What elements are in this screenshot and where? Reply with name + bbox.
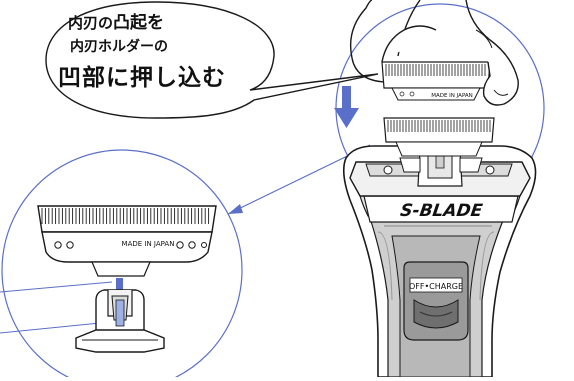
detail-blade: MADE IN JAPAN [37,205,217,277]
callout-line-2: 内刃ホルダーの [70,39,168,55]
callout-line-3: 凹部に押し込む [58,65,226,91]
shaver-head [349,143,531,197]
inner-blade-upper: MADE IN JAPAN [381,61,491,101]
leader-line-lower [0,321,111,334]
callout-line-1: 内刃の凸起を [68,8,164,33]
callout-line-1-small: 内刃の [68,14,114,32]
zoom-circle-detail [1,149,243,381]
brand-logo: S-BLADE [399,201,484,221]
callout-line-1-large: 凸起を [113,13,165,33]
fingers [349,0,519,106]
blade-label-large: MADE IN JAPAN [122,240,175,248]
brand-band: S-BLADE [363,195,519,223]
inner-blade-holder [75,289,165,353]
inner-blade-lower [383,117,495,157]
power-switch: OFF•CHARGE [403,261,469,341]
callout-bubble [45,1,379,119]
blade-label-small: MADE IN JAPAN [431,93,473,99]
switch-label: OFF•CHARGE [409,282,463,291]
down-arrow-icon [334,86,359,128]
zoom-connector-arrowhead [228,204,243,214]
leader-line-upper [0,281,113,293]
